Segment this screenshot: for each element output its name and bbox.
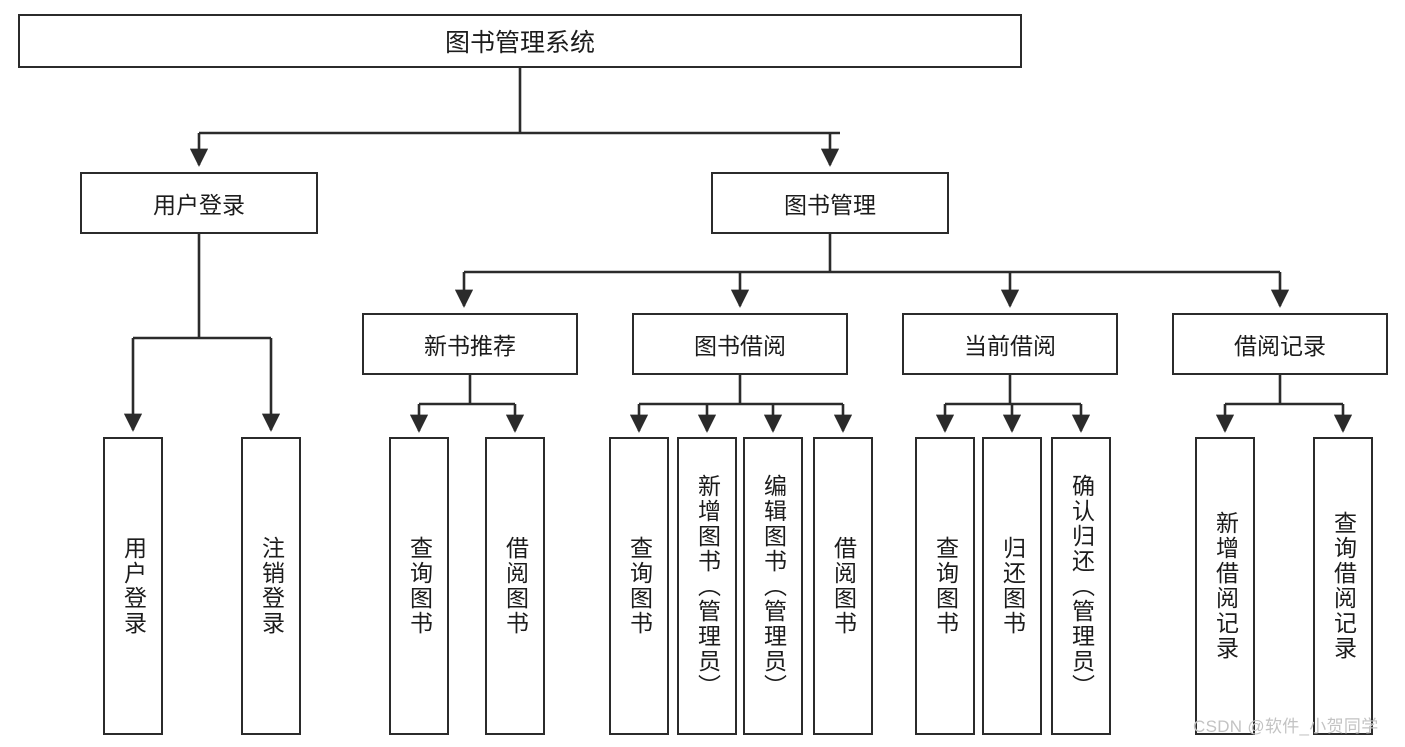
node-label: 查询借阅记录 — [1330, 511, 1357, 661]
node-book-borrow[interactable]: 图书借阅 — [632, 313, 848, 375]
node-label: 借阅记录 — [1234, 333, 1326, 359]
node-user-login[interactable]: 用户登录 — [80, 172, 318, 234]
node-label: 当前借阅 — [964, 333, 1056, 359]
node-label: 图书管理 — [784, 192, 876, 218]
node-label: 借阅图书 — [830, 536, 857, 636]
node-leaf-confirm-return[interactable]: 确认归还（管理员） — [1051, 437, 1111, 735]
node-label: 查询图书 — [626, 536, 653, 636]
node-root-system[interactable]: 图书管理系统 — [18, 14, 1022, 68]
node-leaf-return-book[interactable]: 归还图书 — [982, 437, 1042, 735]
node-borrow-record[interactable]: 借阅记录 — [1172, 313, 1388, 375]
node-label: 借阅图书 — [502, 536, 529, 636]
node-leaf-logout-login[interactable]: 注销登录 — [241, 437, 301, 735]
node-leaf-edit-book[interactable]: 编辑图书（管理员） — [743, 437, 803, 735]
node-label: 查询图书 — [932, 536, 959, 636]
node-label: 归还图书 — [999, 536, 1026, 636]
node-leaf-add-record[interactable]: 新增借阅记录 — [1195, 437, 1255, 735]
node-new-book-recommend[interactable]: 新书推荐 — [362, 313, 578, 375]
node-leaf-query-book-3[interactable]: 查询图书 — [915, 437, 975, 735]
node-label: 编辑图书（管理员） — [760, 473, 787, 699]
node-leaf-add-book[interactable]: 新增图书（管理员） — [677, 437, 737, 735]
csdn-watermark: CSDN @软件_小贺同学 — [1193, 717, 1379, 736]
node-leaf-user-login[interactable]: 用户登录 — [103, 437, 163, 735]
node-leaf-query-book-2[interactable]: 查询图书 — [609, 437, 669, 735]
node-label: 图书管理系统 — [444, 29, 595, 57]
node-current-borrow[interactable]: 当前借阅 — [902, 313, 1118, 375]
node-label: 新增图书（管理员） — [694, 473, 721, 699]
node-label: 用户登录 — [153, 192, 245, 218]
node-label: 新书推荐 — [424, 333, 516, 359]
node-label: 查询图书 — [406, 536, 433, 636]
node-label: 确认归还（管理员） — [1068, 473, 1095, 699]
node-label: 注销登录 — [258, 536, 285, 636]
node-label: 图书借阅 — [694, 333, 786, 359]
node-label: 用户登录 — [120, 536, 147, 636]
node-label: 新增借阅记录 — [1212, 511, 1239, 661]
node-leaf-query-record[interactable]: 查询借阅记录 — [1313, 437, 1373, 735]
node-leaf-borrow-book-1[interactable]: 借阅图书 — [485, 437, 545, 735]
node-leaf-query-book-1[interactable]: 查询图书 — [389, 437, 449, 735]
node-leaf-borrow-book-2[interactable]: 借阅图书 — [813, 437, 873, 735]
node-book-management[interactable]: 图书管理 — [711, 172, 949, 234]
